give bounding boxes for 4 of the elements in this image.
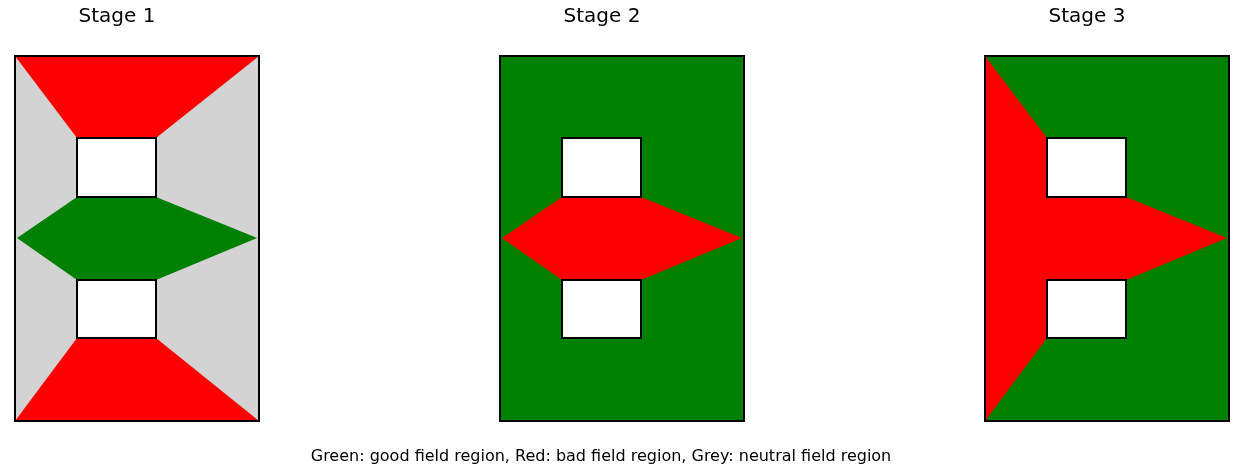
panel-title: Stage 3	[1048, 3, 1126, 27]
caption: Green: good field region, Red: bad field region, Grey: neutral field region	[310, 446, 892, 465]
panel-title: Stage 1	[78, 3, 156, 27]
panel-title: Stage 2	[563, 3, 641, 27]
